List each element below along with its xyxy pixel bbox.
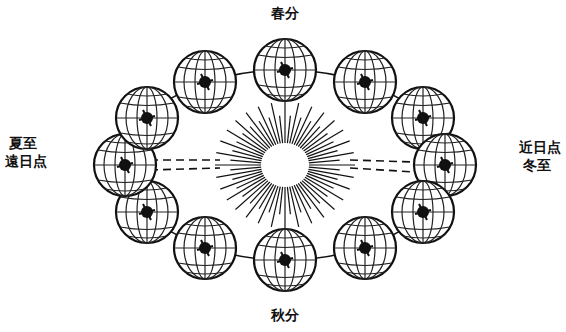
sun-ray: [309, 160, 340, 163]
sun-ray: [250, 127, 270, 148]
sun-ray: [290, 187, 299, 227]
sun-ray: [304, 179, 328, 196]
sun-ray: [269, 118, 278, 144]
sun-ray: [304, 134, 328, 151]
sun-ray: [284, 102, 285, 143]
sun-ray: [230, 160, 261, 163]
sun-ray: [309, 167, 340, 170]
sun-ray: [309, 164, 355, 165]
season-label: 近日点: [518, 140, 562, 155]
sun-ray: [246, 113, 272, 147]
sun-ray: [227, 177, 265, 200]
sun-ray: [309, 153, 354, 161]
sun-ray: [215, 164, 261, 165]
sun-ray: [305, 130, 343, 153]
dashed-lines: [150, 95, 415, 235]
sun-ray: [280, 116, 283, 143]
sun-ray: [250, 182, 270, 203]
sun-ray: [230, 167, 261, 170]
sun-ray: [232, 171, 262, 179]
season-label: 夏至: [8, 136, 38, 151]
sun-ray: [287, 187, 290, 214]
season-label: 春分: [270, 6, 300, 21]
season-label: 冬至: [522, 158, 552, 173]
season-label: 遠日点: [4, 154, 48, 169]
sun-ray: [298, 183, 324, 217]
sun-ray: [271, 103, 280, 143]
sun-ray: [284, 187, 285, 228]
sun-ray: [287, 116, 290, 143]
sun-ray: [243, 134, 267, 151]
season-label: 秋分: [270, 308, 300, 323]
globes: [94, 39, 476, 291]
sun-ray: [292, 186, 301, 212]
sun-ray: [300, 127, 320, 148]
sun-ray: [216, 169, 261, 177]
sun: [265, 145, 305, 185]
sun-rays: [215, 102, 355, 228]
sun-ray: [308, 151, 338, 159]
sun-ray: [280, 187, 283, 214]
sun-ray: [243, 179, 267, 196]
sun-ray: [300, 182, 320, 203]
